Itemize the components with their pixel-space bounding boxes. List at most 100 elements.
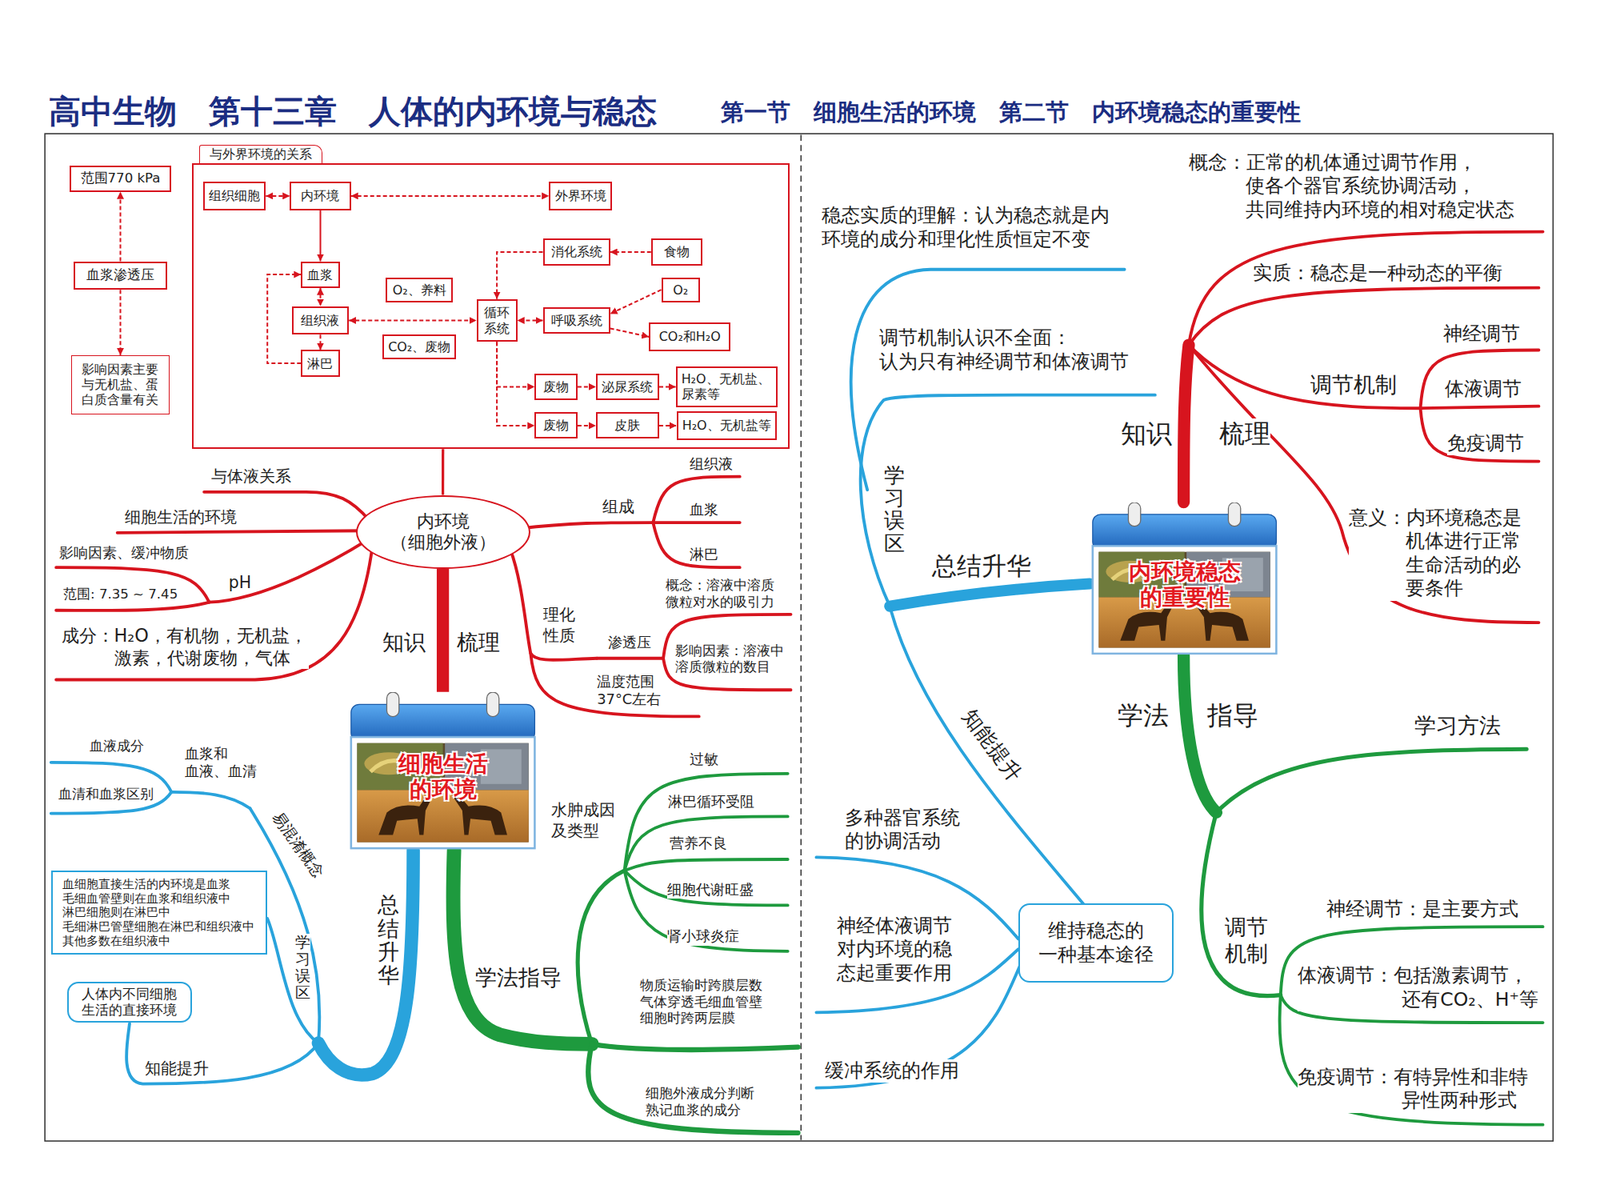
path-shape — [518, 522, 653, 529]
node-text: 范围770 kPa — [80, 170, 161, 187]
path-shape — [889, 584, 1090, 607]
topic-calendar: 细胞生活 的环境 — [348, 692, 538, 851]
system-box: 废物 — [534, 373, 578, 400]
connector — [517, 320, 544, 322]
path-shape — [624, 870, 788, 905]
system-box: O₂、养料 — [385, 277, 453, 303]
relation-frame: 与外界环境的关系组织细胞内环境外界环境血浆组织液淋巴O₂、养料CO₂、废物循环 … — [192, 163, 790, 449]
path-shape — [1184, 344, 1189, 502]
branch-label: 血浆和 血液、血清 — [184, 744, 259, 781]
branch-label: pH — [228, 572, 252, 594]
path-shape — [624, 773, 788, 871]
connector — [120, 192, 122, 262]
node-text: 组织细胞 — [208, 188, 260, 204]
system-box: 循环 系统 — [476, 299, 518, 343]
connector — [659, 385, 676, 388]
core-ellipse: 内环境 （细胞外液） — [356, 495, 531, 569]
note-box: 血细胞直接生活的内环境是血浆 毛细血管壁则在血浆和组织液中 淋巴细胞则在淋巴中 … — [51, 870, 268, 955]
system-box: O₂ — [661, 277, 700, 303]
section-divider — [800, 134, 803, 1140]
branch-label: 学习方法 — [1414, 712, 1501, 739]
branch-label: 组成 — [602, 496, 635, 518]
connector — [496, 252, 543, 300]
branch-label: 物质运输时跨膜层数 气体穿透毛细血管壁 细胞时跨两层膜 — [640, 977, 764, 1028]
path-shape — [510, 548, 597, 660]
path-shape — [267, 918, 319, 1044]
branch-label: 细胞代谢旺盛 — [667, 880, 754, 899]
branch-label: 渗透压 — [608, 633, 652, 652]
node-text: H₂O、无机盐、 尿素等 — [681, 371, 772, 402]
node-text: H₂O、无机盐等 — [682, 417, 772, 433]
connector — [120, 289, 122, 356]
branch-label: 营养不良 — [669, 834, 728, 852]
path-shape — [652, 522, 740, 568]
branch-label: 理化 性质 — [543, 604, 577, 646]
node-text: 外界环境 — [555, 188, 607, 204]
node-text: 废物 — [543, 417, 569, 433]
path-shape — [1420, 406, 1540, 409]
connector — [265, 195, 290, 197]
calendar-art — [351, 692, 536, 848]
branch-label: 细胞生活的环境 — [124, 507, 237, 528]
path-shape — [117, 530, 368, 533]
node-text: 呼吸系统 — [551, 312, 603, 328]
calendar-title: 内环境稳态 的重要性 — [1128, 559, 1242, 612]
path-shape — [652, 520, 740, 524]
branch-label: 血液成分 — [89, 738, 144, 756]
system-box: 淋巴 — [300, 349, 340, 376]
branch-label: 梳理 — [1219, 418, 1271, 451]
branch-label: 缓冲系统的作用 — [824, 1059, 960, 1083]
path-shape — [652, 476, 740, 523]
connector — [320, 210, 322, 262]
system-box: CO₂和H₂O — [648, 322, 731, 352]
connector — [320, 334, 322, 350]
branch-label: 调节 机制 — [1224, 913, 1270, 968]
node-text: 循环 系统 — [483, 304, 511, 336]
system-box: 血浆 — [300, 261, 340, 288]
node-text: 废物 — [543, 379, 569, 395]
path-shape — [453, 850, 592, 1044]
path-shape — [56, 545, 372, 680]
path-shape — [588, 1044, 798, 1133]
branch-label: 稳态实质的理解：认为稳态就是内 环境的成分和理化性质恒定不变 — [821, 204, 1112, 252]
branch-label: 淋巴 — [689, 545, 719, 564]
branch-label: 知识 — [382, 628, 426, 656]
page-title: 高中生物 第十三章 人体的内环境与稳态 — [48, 92, 657, 132]
branch-label: 肾小球炎症 — [667, 927, 740, 945]
path-shape — [1201, 812, 1281, 996]
connector — [577, 385, 596, 388]
system-box: 范围770 kPa — [69, 165, 172, 192]
branch-label: 调节机制 — [1310, 371, 1397, 398]
path-shape — [530, 652, 699, 716]
connector — [436, 568, 449, 692]
path-shape — [318, 850, 414, 1076]
page-frame — [44, 133, 1553, 1141]
node-text: 消化系统 — [551, 244, 603, 260]
branch-label: 神经体液调节 对内环境的稳 态起重要作用 — [836, 914, 954, 985]
blue-branches — [51, 269, 1156, 1088]
branch-label: 指导 — [1207, 700, 1259, 732]
branch-label: 神经调节：是主要方式 — [1326, 897, 1519, 921]
connector — [348, 320, 476, 322]
system-box: 消化系统 — [543, 238, 611, 265]
branch-label: 多种器官系统 的协调活动 — [844, 806, 962, 854]
topic-calendar: 内环境稳态 的重要性 — [1089, 502, 1280, 656]
path-shape — [1184, 655, 1217, 812]
system-box: CO₂、废物 — [382, 334, 456, 360]
calendar-art — [1092, 502, 1277, 654]
path-shape — [889, 606, 1084, 904]
system-box: 影响因素主要 与无机盐、蛋 白质含量有关 — [71, 355, 169, 415]
path-shape — [1216, 748, 1527, 812]
system-box: 皮肤 — [596, 412, 660, 439]
node-text: 组织液 — [300, 312, 340, 328]
node-text: 泌尿系统 — [601, 379, 653, 395]
branch-label: 血清和血浆区别 — [58, 786, 154, 804]
branch-label: 梳理 — [456, 628, 500, 656]
system-box: 血浆渗透压 — [73, 261, 168, 291]
rotated-label: 知能提升 — [956, 704, 1028, 787]
system-box: 废物 — [534, 412, 578, 439]
branch-label: 细胞外液成分判断 熟记血浆的成分 — [645, 1085, 756, 1119]
branch-label: 概念：正常的机体通过调节作用， 使各个器官系统协调活动， 共同维持内环境的相对稳… — [1188, 151, 1516, 222]
branch-label: 体液调节：包括激素调节， 还有CO₂、H⁺等 — [1297, 964, 1540, 1012]
